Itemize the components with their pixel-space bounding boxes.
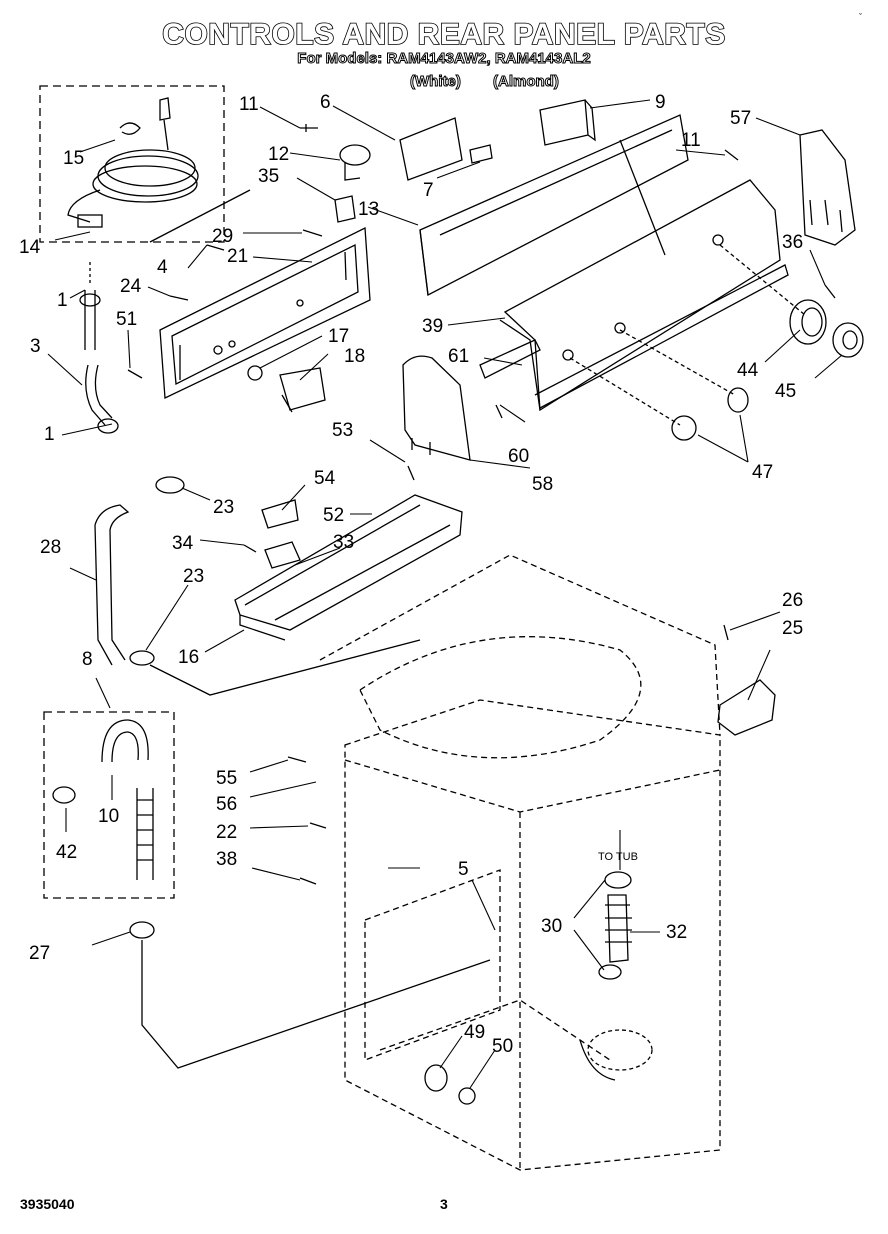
pump-icon bbox=[579, 1029, 653, 1081]
foot-icon bbox=[424, 1064, 448, 1092]
callout-22: 22 bbox=[216, 822, 237, 843]
callout-38: 38 bbox=[216, 849, 237, 870]
callout-49: 49 bbox=[464, 1022, 485, 1043]
clip-icon bbox=[261, 499, 301, 569]
callout-57: 57 bbox=[730, 108, 751, 129]
callout-56: 56 bbox=[216, 794, 237, 815]
diagram-title: CONTROLS AND REAR PANEL PARTS bbox=[161, 17, 726, 52]
callout-29: 29 bbox=[212, 226, 233, 247]
callout-7: 7 bbox=[423, 180, 434, 201]
document-number: 3935040 bbox=[20, 1196, 75, 1212]
callout-42: 42 bbox=[56, 842, 77, 863]
callout-51: 51 bbox=[116, 309, 137, 330]
knob-cap-icon bbox=[832, 322, 864, 358]
leader-line bbox=[149, 189, 251, 243]
hose-kit-box bbox=[43, 711, 175, 899]
callout-47: 47 bbox=[752, 462, 773, 483]
callout-35: 35 bbox=[258, 166, 279, 187]
page-number: 3 bbox=[440, 1196, 448, 1212]
callout-1-top: 1 bbox=[57, 290, 68, 311]
callout-3: 3 bbox=[30, 336, 41, 357]
variant-almond: (Almond) bbox=[493, 73, 560, 91]
corner-mark: ˇ bbox=[859, 12, 862, 22]
callout-21: 21 bbox=[227, 246, 248, 267]
callout-leaders bbox=[47, 99, 843, 1089]
callout-16: 16 bbox=[178, 647, 199, 668]
knob-large-icon bbox=[789, 299, 827, 345]
callout-1-bottom: 1 bbox=[44, 424, 55, 445]
power-cord-kit-box bbox=[39, 85, 225, 243]
hose-kit-icon bbox=[52, 719, 154, 880]
callout-13: 13 bbox=[358, 199, 379, 220]
callout-55: 55 bbox=[216, 768, 237, 789]
callout-12: 12 bbox=[268, 144, 289, 165]
callout-labels: 11 6 12 35 13 29 21 4 24 51 17 18 15 14 … bbox=[19, 92, 803, 1057]
end-cap-left-icon bbox=[402, 355, 471, 461]
rail-icon bbox=[479, 339, 541, 379]
callout-6: 6 bbox=[320, 92, 331, 113]
power-cord-icon bbox=[67, 97, 199, 228]
callout-54: 54 bbox=[314, 468, 336, 489]
callout-25: 25 bbox=[782, 618, 803, 639]
callout-50: 50 bbox=[492, 1036, 513, 1057]
callout-32: 32 bbox=[666, 922, 687, 943]
drawing-linework bbox=[39, 85, 864, 1171]
callout-33: 33 bbox=[333, 532, 354, 553]
inlet-hose-icon bbox=[79, 290, 119, 434]
callout-52: 52 bbox=[323, 505, 344, 526]
callout-39: 39 bbox=[422, 316, 443, 337]
timer-icon bbox=[247, 365, 326, 413]
callout-15: 15 bbox=[63, 148, 84, 169]
knob-small-icon bbox=[671, 387, 749, 441]
callout-14: 14 bbox=[19, 237, 41, 258]
mounting-bracket-icon bbox=[234, 494, 463, 641]
callout-44: 44 bbox=[737, 360, 759, 381]
callout-11-right: 11 bbox=[681, 130, 701, 151]
callout-4: 4 bbox=[157, 257, 168, 278]
cabinet-outline bbox=[319, 554, 721, 1171]
sensor-icon bbox=[717, 679, 776, 736]
bellows-icon bbox=[605, 894, 632, 963]
callout-45: 45 bbox=[775, 381, 796, 402]
console-panel-icon bbox=[159, 226, 371, 399]
callout-8: 8 bbox=[82, 649, 93, 670]
callout-10: 10 bbox=[98, 806, 119, 827]
callout-53: 53 bbox=[332, 420, 353, 441]
switch-knob-icon bbox=[334, 144, 371, 223]
callout-23-bottom: 23 bbox=[183, 566, 204, 587]
callout-27: 27 bbox=[29, 943, 50, 964]
models-subtitle: For Models: RAM4143AW2, RAM4143AL2 bbox=[297, 50, 591, 68]
callout-5: 5 bbox=[458, 859, 469, 880]
callout-11: 11 bbox=[239, 94, 259, 115]
drain-hose-icon bbox=[94, 504, 130, 666]
callout-61: 61 bbox=[448, 346, 469, 367]
callout-18: 18 bbox=[344, 346, 365, 367]
callout-36: 36 bbox=[782, 232, 803, 253]
relay-icon bbox=[539, 99, 596, 146]
circuit-board-icon bbox=[399, 117, 493, 181]
callout-28: 28 bbox=[40, 537, 61, 558]
callout-34: 34 bbox=[172, 533, 194, 554]
screw-icons bbox=[127, 124, 836, 885]
callout-17: 17 bbox=[328, 326, 349, 347]
to-tub-label: TO TUB bbox=[598, 851, 638, 863]
callout-26: 26 bbox=[782, 590, 803, 611]
callout-58: 58 bbox=[532, 474, 553, 495]
callout-24: 24 bbox=[120, 276, 142, 297]
callout-30: 30 bbox=[541, 916, 562, 937]
callout-23-top: 23 bbox=[213, 497, 234, 518]
callout-60: 60 bbox=[508, 446, 529, 467]
control-channel-icon bbox=[419, 114, 689, 297]
callout-9: 9 bbox=[655, 92, 666, 113]
variant-white: (White) bbox=[410, 73, 462, 91]
end-cap-right-icon bbox=[799, 129, 856, 246]
